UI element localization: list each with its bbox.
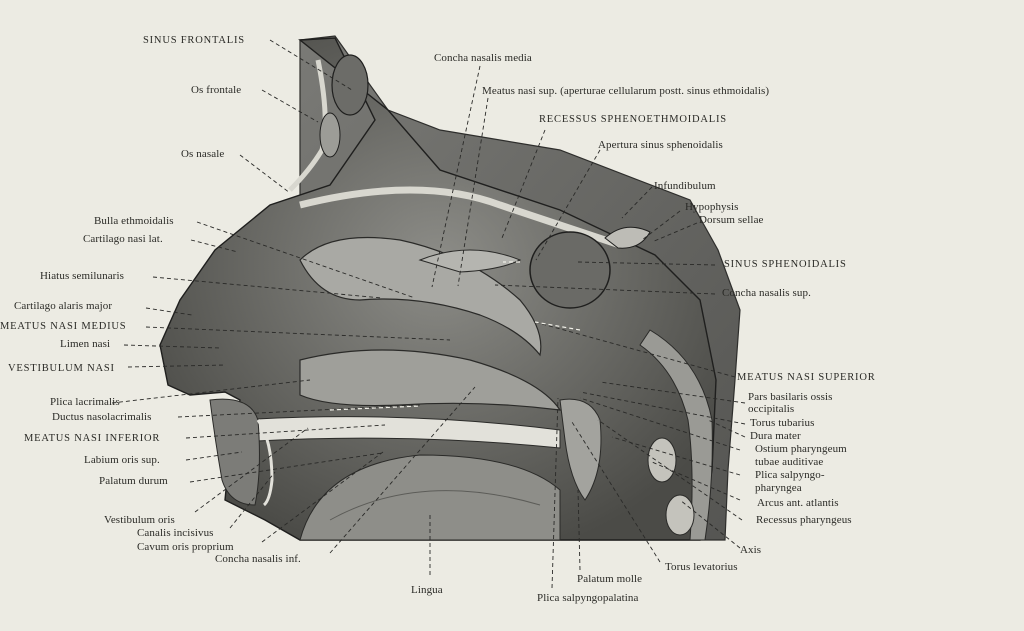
label-axis: Axis xyxy=(740,544,762,556)
label-ductus-nasolacrimalis: Ductus nasolacrimalis xyxy=(52,411,152,423)
label-plica-lacrimalis: Plica lacrimalis xyxy=(50,396,120,408)
label-plica-salpyngo: Plica salpyngo- xyxy=(755,469,825,481)
label-os-nasale: Os nasale xyxy=(181,148,225,160)
label-labium-oris-sup: Labium oris sup. xyxy=(84,454,160,466)
label-dorsum-sellae: Dorsum sellae xyxy=(699,214,764,226)
axis-vertebra xyxy=(665,494,695,536)
hard-palate xyxy=(239,416,561,449)
label-hypophysis: Hypophysis xyxy=(685,201,739,213)
pharyngeal-wall xyxy=(639,329,713,541)
soft-palate xyxy=(559,398,602,501)
label-cavum-oris-proprium: Cavum oris proprium xyxy=(137,541,234,553)
label-vestibulum-oris: Vestibulum oris xyxy=(104,514,175,526)
label-palatum-molle: Palatum molle xyxy=(577,573,643,585)
label-plica-salpyngopalatina: Plica salpyngopalatina xyxy=(537,592,639,604)
label-meatus-nasi-inferior: MEATUS NASI INFERIOR xyxy=(24,433,161,444)
label-concha-nasalis-inf: Concha nasalis inf. xyxy=(215,553,301,565)
label-apertura-sinus-sphenoidalis: Apertura sinus sphenoidalis xyxy=(598,139,723,151)
label-sinus-frontalis: SINUS FRONTALIS xyxy=(143,35,245,46)
label-limen-nasi: Limen nasi xyxy=(60,338,111,350)
label-concha-nasalis-media: Concha nasalis media xyxy=(434,52,532,64)
label-os-frontale: Os frontale xyxy=(191,84,242,96)
label-concha-nasalis-sup: Concha nasalis sup. xyxy=(722,287,811,299)
label-tubae-auditivae: tubae auditivae xyxy=(755,456,824,468)
frontal-sinus xyxy=(331,54,369,116)
label-cartilago-nasi-lat: Cartilago nasi lat. xyxy=(83,233,163,245)
label-torus-tubarius: Torus tubarius xyxy=(750,417,815,429)
label-bulla-ethmoidalis: Bulla ethmoidalis xyxy=(94,215,174,227)
label-meatus-nasi-sup: Meatus nasi sup. (aperturae cellularum p… xyxy=(482,85,770,97)
label-meatus-nasi-superior: MEATUS NASI SUPERIOR xyxy=(737,372,876,383)
upper-lip xyxy=(209,398,260,506)
frontal-bone xyxy=(288,59,328,192)
label-recessus-sphenoethmoidalis: RECESSUS SPHENOETHMOIDALIS xyxy=(539,114,727,125)
label-arcus-ant-atlantis: Arcus ant. atlantis xyxy=(757,497,839,509)
label-ostium-pharyngeum: Ostium pharyngeum xyxy=(755,443,847,455)
label-meatus-nasi-medius: MEATUS NASI MEDIUS xyxy=(0,321,127,332)
label-infundibulum: Infundibulum xyxy=(654,180,716,192)
label-canalis-incisivus: Canalis incisivus xyxy=(137,527,214,539)
label-sinus-sphenoidalis: SINUS SPHENOIDALIS xyxy=(724,259,847,270)
label-torus-levatorius: Torus levatorius xyxy=(665,561,738,573)
label-recessus-pharyngeus: Recessus pharyngeus xyxy=(756,514,852,526)
label-cartilago-alaris-major: Cartilago alaris major xyxy=(14,300,113,312)
label-hiatus-semilunaris: Hiatus semilunaris xyxy=(40,270,124,282)
concha-inferior xyxy=(299,349,562,411)
frontal-cell xyxy=(319,112,341,158)
atlas xyxy=(647,437,677,483)
label-vestibulum-nasi: VESTIBULUM NASI xyxy=(8,363,115,374)
tongue xyxy=(299,454,561,541)
leader-lines xyxy=(111,39,746,589)
label-occipitalis: occipitalis xyxy=(748,403,795,415)
label-palatum-durum: Palatum durum xyxy=(99,475,168,487)
concha-media xyxy=(299,236,542,357)
label-lingua: Lingua xyxy=(411,584,443,596)
sphenoidal-sinus xyxy=(529,231,611,309)
skull-base xyxy=(299,186,622,249)
sella xyxy=(604,226,651,249)
airflow-arrows xyxy=(329,261,581,411)
label-pars-basilaris: Pars basilaris ossis xyxy=(748,391,833,403)
concha-superior xyxy=(418,249,522,273)
label-pharyngea: pharyngea xyxy=(755,482,802,494)
label-dura-mater: Dura mater xyxy=(750,430,801,442)
